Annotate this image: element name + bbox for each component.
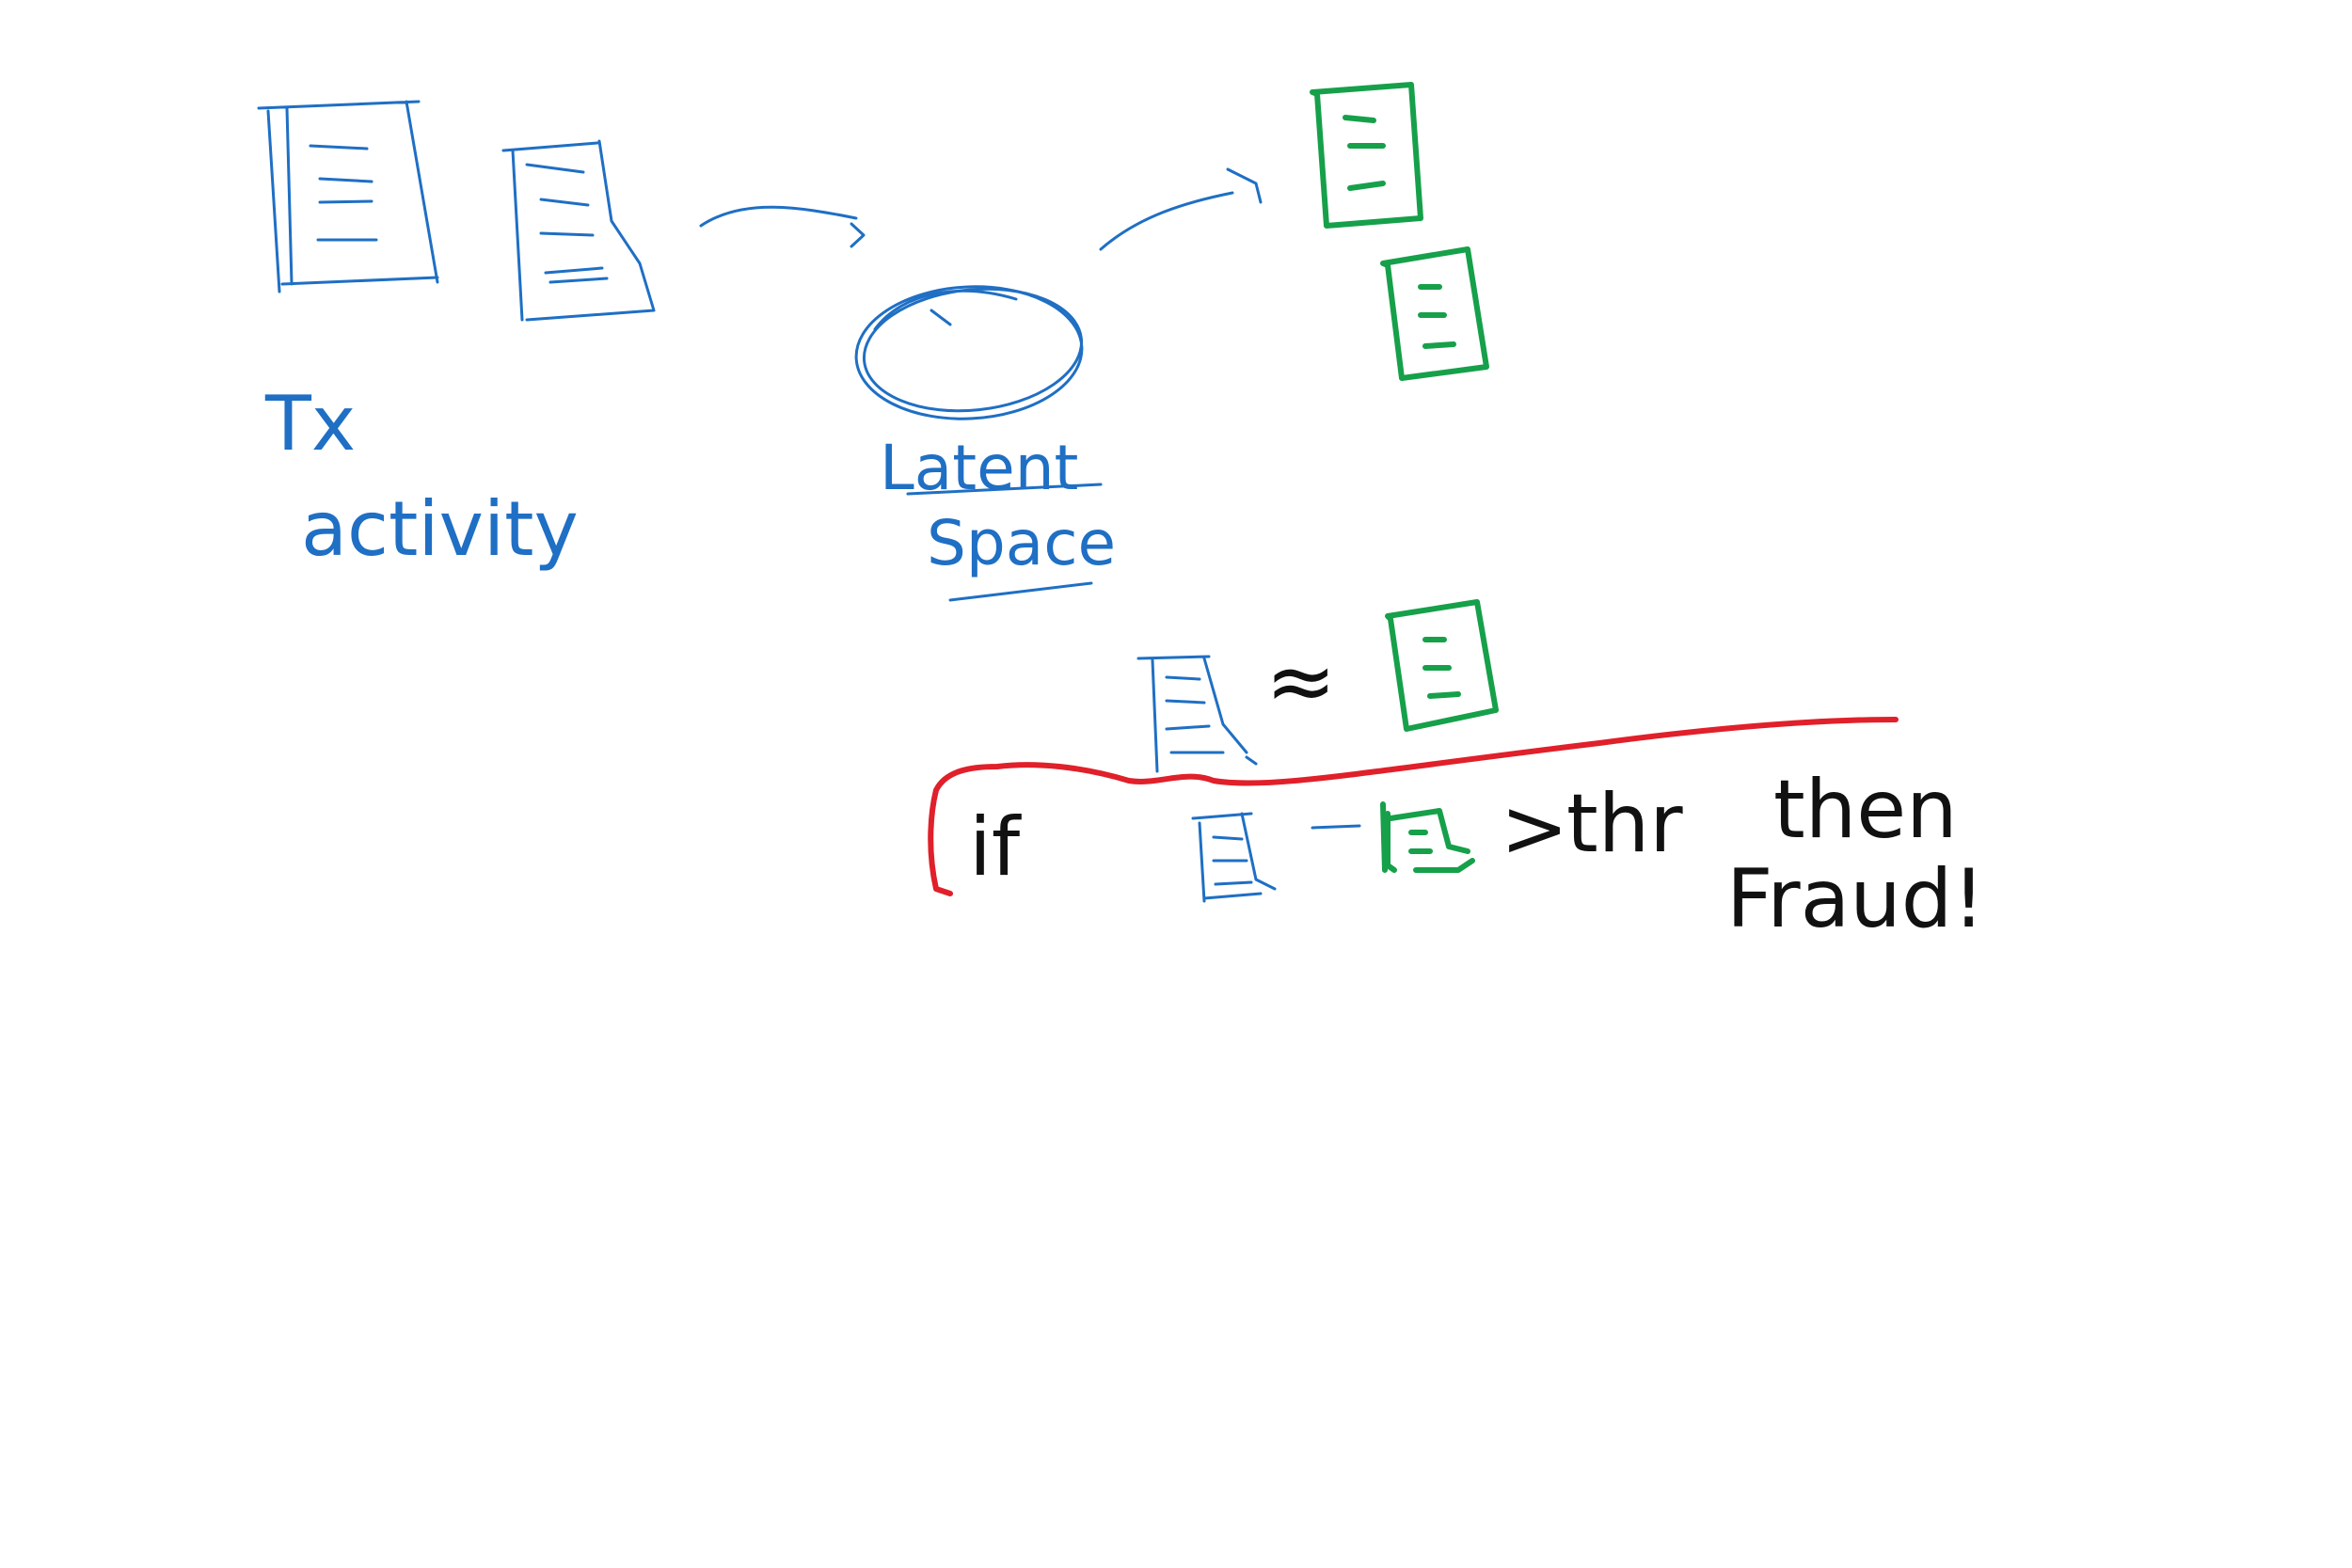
latent-space-ellipse-icon [854,285,1084,420]
tx-label: Tx [264,380,356,467]
compare-output-document-icon [1385,599,1499,732]
red-bracket-underline [928,717,1899,896]
arrow-to-latent-icon [699,205,866,248]
space-label: Space [927,507,1116,579]
fraud-word: Fraud! [1726,852,1985,946]
latent-label: Latent [880,432,1078,504]
input-document-1-icon [257,100,439,293]
if-word: if [969,800,1022,895]
output-document-1-icon [1310,82,1423,229]
approx-symbol: ≈ [1265,632,1336,731]
space-underline [948,581,1093,602]
formula-input-document-icon [1191,812,1277,903]
minus-sign-icon [1311,824,1361,830]
latent-underline [906,483,1103,496]
formula-output-document-icon [1380,801,1475,873]
output-document-2-icon [1380,246,1489,381]
thr-word: thr [1566,777,1683,871]
activity-label: activity [301,485,579,573]
then-word: then [1773,763,1958,857]
compare-input-document-icon [1136,655,1258,773]
greater-than-symbol: > [1501,782,1568,876]
arrow-to-output-icon [1099,167,1263,251]
input-document-2-icon [501,139,656,322]
